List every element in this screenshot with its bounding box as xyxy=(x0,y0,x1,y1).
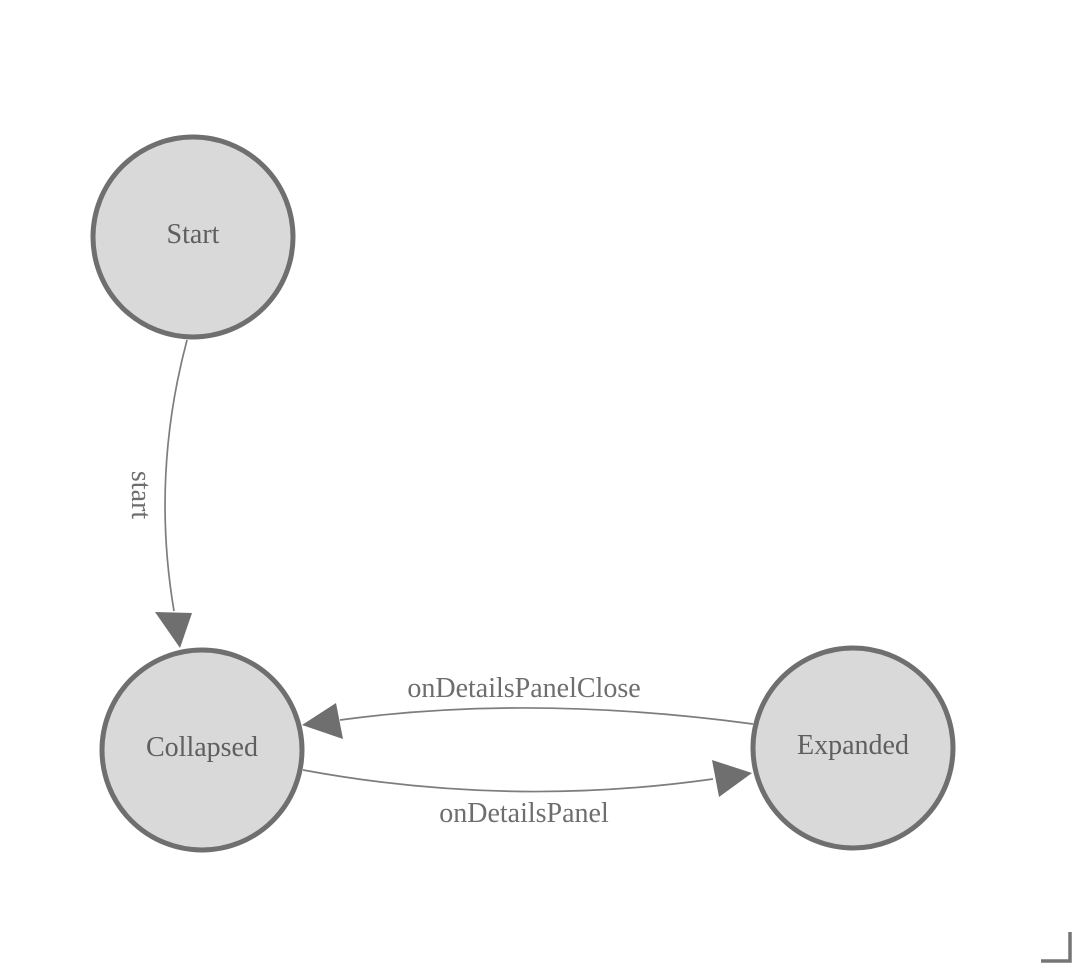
node-expanded-circle[interactable] xyxy=(750,645,956,851)
node-collapsed[interactable]: Collapsed xyxy=(99,647,305,853)
edge-start-transition: start xyxy=(125,339,192,648)
edge-line-start-transition xyxy=(164,339,188,612)
node-collapsed-circle[interactable] xyxy=(99,647,305,853)
node-start-circle[interactable] xyxy=(90,134,296,340)
edge-line-details-panel-close xyxy=(339,707,754,725)
edge-details-panel-open: onDetailsPanel xyxy=(302,760,752,829)
edge-label-start: start xyxy=(125,471,156,519)
edge-label-on-details-panel-close: onDetailsPanelClose xyxy=(407,673,640,704)
arrowhead-into-collapsed-icon xyxy=(155,612,192,648)
edge-label-on-details-panel: onDetailsPanel xyxy=(439,798,609,829)
resize-corner-handle[interactable] xyxy=(1041,932,1072,963)
edge-line-details-panel-open xyxy=(302,769,714,793)
arrowhead-into-collapsed-left-icon xyxy=(302,703,343,739)
node-start-label: Start xyxy=(167,219,220,250)
node-expanded[interactable]: Expanded xyxy=(750,645,956,851)
node-expanded-label: Expanded xyxy=(797,730,909,761)
edge-details-panel-close: onDetailsPanelClose xyxy=(302,673,754,739)
arrowhead-into-expanded-icon xyxy=(712,760,752,797)
node-start[interactable]: Start xyxy=(90,134,296,340)
node-collapsed-label: Collapsed xyxy=(146,732,258,763)
